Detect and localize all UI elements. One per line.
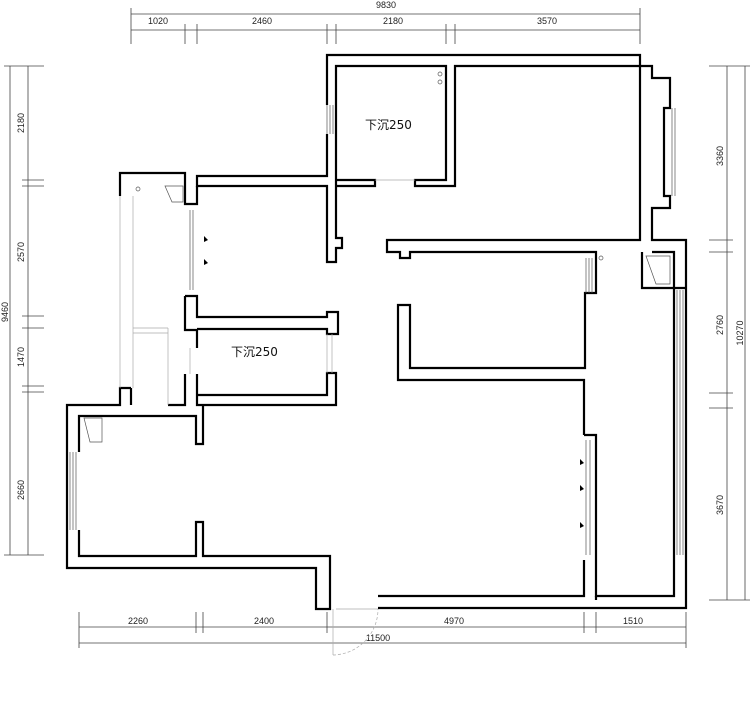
right-segment-2: 2760: [715, 315, 725, 335]
bottom-segment-3: 4970: [444, 616, 464, 626]
window-and-door-lines: [69, 105, 684, 656]
bottom-total-label: 11500: [366, 633, 390, 643]
arrow-marker-icon: [580, 522, 584, 528]
drain-icon: [437, 71, 443, 77]
left-segment-2: 2570: [16, 242, 26, 262]
bottom-segment-1: 2260: [128, 616, 148, 626]
sunken-room-label-2: 下沉250: [231, 345, 278, 359]
left-segment-3: 1470: [16, 347, 26, 367]
shaft-fixture-2: [83, 417, 103, 443]
right-total-label: 10270: [735, 320, 745, 345]
drain-icon: [437, 79, 443, 85]
top-dimension-chain: 9830 1020 2460 2180 3570: [130, 0, 641, 44]
left-segment-1: 2180: [16, 113, 26, 133]
drain-icon: [598, 255, 604, 261]
top-segment-4: 3570: [537, 16, 557, 26]
top-total-label: 9830: [376, 0, 396, 10]
arrow-marker-icon: [204, 236, 208, 242]
walls: [65, 53, 688, 611]
sunken-room-label-1: 下沉250: [365, 118, 412, 132]
arrow-marker-icon: [580, 459, 584, 465]
arrow-marker-icon: [580, 485, 584, 491]
left-segment-4: 2660: [16, 480, 26, 500]
right-segment-1: 3360: [715, 146, 725, 166]
fixtures: [83, 71, 671, 528]
left-dimension-chain: 9460 2180 2570 1470 2660: [0, 65, 44, 556]
top-segment-2: 2460: [252, 16, 272, 26]
top-segment-1: 1020: [148, 16, 168, 26]
bottom-segment-4: 1510: [623, 616, 643, 626]
right-segment-3: 3670: [715, 495, 725, 515]
bottom-segment-2: 2400: [254, 616, 274, 626]
shaft-fixture-3: [645, 255, 671, 285]
top-segment-3: 2180: [383, 16, 403, 26]
bottom-dimension-chain: 2260 2400 4970 1510 11500: [78, 612, 687, 648]
arrow-marker-icon: [204, 259, 208, 265]
left-total-label: 9460: [0, 302, 10, 322]
drain-icon: [135, 186, 141, 192]
shaft-fixture-1: [164, 185, 184, 203]
right-dimension-chain: 3360 2760 3670 10270: [709, 65, 750, 601]
